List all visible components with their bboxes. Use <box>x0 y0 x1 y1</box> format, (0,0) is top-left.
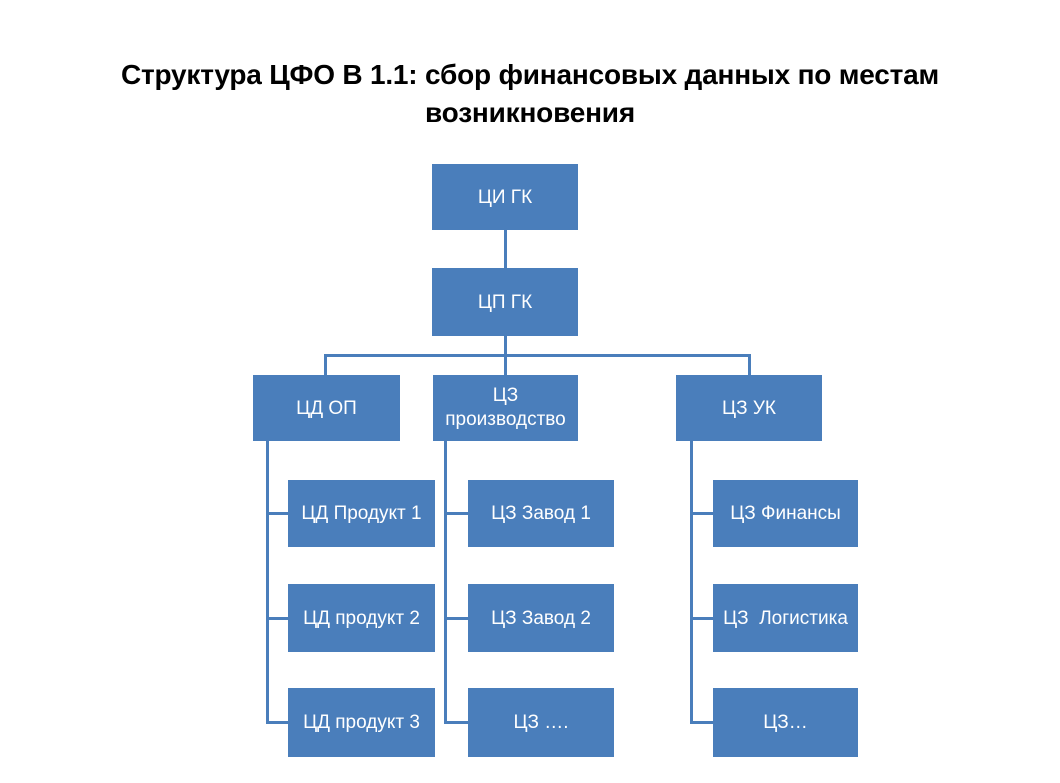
node-cd-produkt-3[interactable]: ЦД продукт 3 <box>288 688 435 757</box>
connector-stub-cz-dots <box>444 721 470 724</box>
connector-root-to-cp-gk <box>504 230 507 270</box>
connector-stub-cz-finansy <box>690 512 715 515</box>
node-cd-produkt-2[interactable]: ЦД продукт 2 <box>288 584 435 652</box>
node-cz-ellipsis[interactable]: ЦЗ… <box>713 688 858 757</box>
connector-level2-bus <box>324 354 751 357</box>
connector-bus-drop-cz-proizvodstvo <box>504 354 507 376</box>
connector-bus-drop-cz-uk <box>748 354 751 376</box>
connector-stub-cz-logistika <box>690 617 715 620</box>
connector-spine-cz-uk <box>690 440 693 724</box>
node-cz-zavod-2[interactable]: ЦЗ Завод 2 <box>468 584 614 652</box>
connector-bus-drop-cd-op <box>324 354 327 376</box>
connector-stub-cz-ellipsis <box>690 721 715 724</box>
node-cd-produkt-1[interactable]: ЦД Продукт 1 <box>288 480 435 547</box>
node-cz-logistika[interactable]: ЦЗ Логистика <box>713 584 858 652</box>
node-cz-zavod-1[interactable]: ЦЗ Завод 1 <box>468 480 614 547</box>
connector-spine-cz-proizvodstvo <box>444 440 447 724</box>
connector-spine-cd-op <box>266 440 269 724</box>
node-cz-dots[interactable]: ЦЗ …. <box>468 688 614 757</box>
connector-stub-cd-produkt-3 <box>266 721 290 724</box>
connector-stub-cz-zavod-2 <box>444 617 470 620</box>
node-cd-op[interactable]: ЦД ОП <box>253 375 400 441</box>
connector-cp-gk-drop <box>504 334 507 356</box>
page-title: Структура ЦФО В 1.1: сбор финансовых дан… <box>120 59 940 128</box>
node-cz-uk[interactable]: ЦЗ УК <box>676 375 822 441</box>
node-cz-proizvodstvo[interactable]: ЦЗ производство <box>433 375 578 441</box>
node-cp-gk[interactable]: ЦП ГК <box>432 268 578 336</box>
connector-stub-cz-zavod-1 <box>444 512 470 515</box>
connector-stub-cd-produkt-1 <box>266 512 290 515</box>
connector-stub-cd-produkt-2 <box>266 617 290 620</box>
node-cz-finansy[interactable]: ЦЗ Финансы <box>713 480 858 547</box>
node-ci-gk[interactable]: ЦИ ГК <box>432 164 578 230</box>
